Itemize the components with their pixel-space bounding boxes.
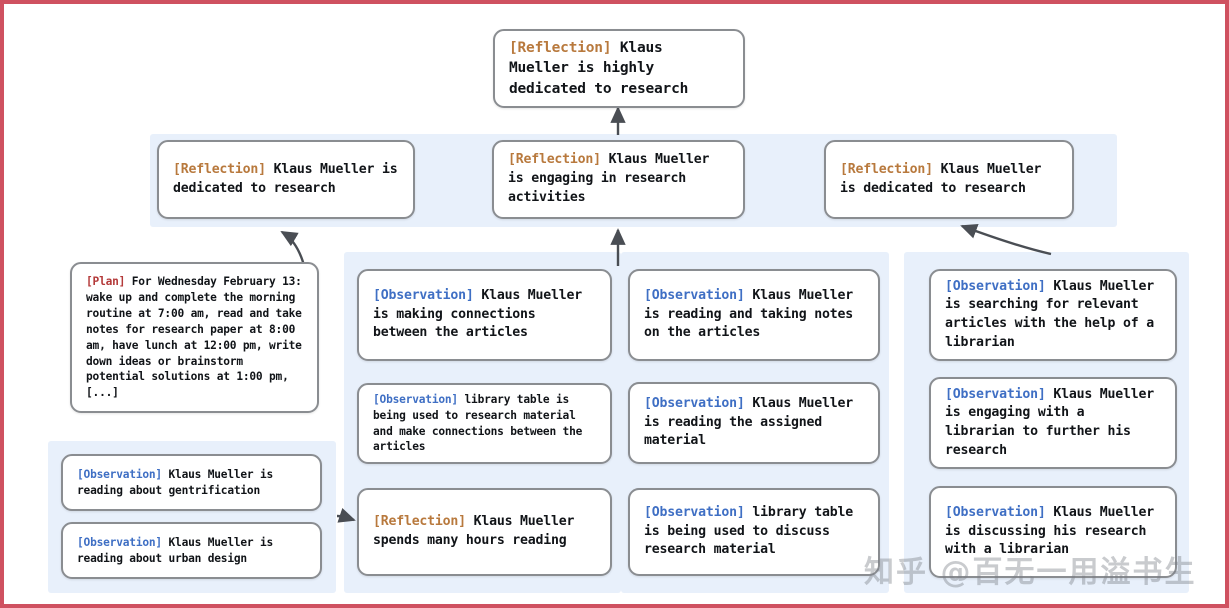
node-body: Klaus Mueller is reading about gentrific… (77, 467, 280, 497)
node-text: [Observation] library table is being use… (373, 392, 596, 456)
node-body: Klaus Mueller is dedicated to research (173, 161, 406, 196)
node-col3-item-1[interactable]: [Observation] Klaus Mueller is searching… (929, 269, 1177, 361)
node-body: Klaus Mueller is highly dedicated to res… (509, 39, 689, 97)
observation-tag: [Observation] (644, 287, 745, 303)
node-col2-item-3[interactable]: [Observation] library table is being use… (628, 488, 880, 576)
node-left-observation-1[interactable]: [Observation] Klaus Mueller is reading a… (61, 454, 322, 511)
plan-tag: [Plan] (86, 275, 126, 288)
node-reflection-left[interactable]: [Reflection] Klaus Mueller is dedicated … (157, 140, 415, 219)
node-body: Klaus Mueller is reading the assigned ma… (644, 395, 861, 449)
reflection-tag: [Reflection] (508, 152, 601, 168)
reflection-tag: [Reflection] (173, 161, 266, 177)
node-text: [Observation] Klaus Mueller is discussin… (945, 504, 1161, 560)
node-body: For Wednesday February 13: wake up and c… (86, 275, 309, 400)
node-col1-item-1[interactable]: [Observation] Klaus Mueller is making co… (357, 269, 612, 361)
node-col2-item-1[interactable]: [Observation] Klaus Mueller is reading a… (628, 269, 880, 361)
observation-tag: [Observation] (644, 395, 745, 411)
node-left-observation-2[interactable]: [Observation] Klaus Mueller is reading a… (61, 522, 322, 579)
node-text: [Observation] Klaus Mueller is reading a… (77, 535, 306, 567)
node-text: [Reflection] Klaus Mueller spends many h… (373, 513, 596, 550)
node-text: [Observation] Klaus Mueller is making co… (373, 287, 596, 343)
node-text: [Reflection] Klaus Mueller is dedicated … (173, 161, 399, 198)
node-col1-item-3[interactable]: [Reflection] Klaus Mueller spends many h… (357, 488, 612, 576)
node-body: Klaus Mueller is making connections betw… (373, 287, 590, 341)
node-text: [Observation] Klaus Mueller is searching… (945, 278, 1161, 353)
reflection-tag: [Reflection] (840, 161, 933, 177)
node-top-reflection[interactable]: [Reflection] Klaus Mueller is highly ded… (493, 29, 745, 108)
node-body: Klaus Mueller is discussing his research… (945, 504, 1162, 558)
node-text: [Observation] Klaus Mueller is engaging … (945, 386, 1161, 461)
node-col3-item-2[interactable]: [Observation] Klaus Mueller is engaging … (929, 377, 1177, 469)
node-body: Klaus Mueller is reading and taking note… (644, 287, 861, 341)
node-text: [Observation] Klaus Mueller is reading a… (77, 467, 306, 499)
node-text: [Reflection] Klaus Mueller is dedicated … (840, 161, 1058, 198)
node-text: [Observation] library table is being use… (644, 504, 864, 560)
node-body: Klaus Mueller is reading about urban des… (77, 535, 280, 565)
node-body: Klaus Mueller is dedicated to research (840, 161, 1049, 196)
node-text: [Reflection] Klaus Mueller is highly ded… (509, 38, 729, 100)
node-text: [Observation] Klaus Mueller is reading a… (644, 287, 864, 343)
node-body: Klaus Mueller is engaging with a librari… (945, 386, 1162, 458)
node-reflection-right[interactable]: [Reflection] Klaus Mueller is dedicated … (824, 140, 1074, 219)
observation-tag: [Observation] (77, 535, 162, 549)
observation-tag: [Observation] (945, 504, 1046, 520)
node-text: [Observation] Klaus Mueller is reading t… (644, 395, 864, 451)
node-text: [Reflection] Klaus Mueller is engaging i… (508, 151, 729, 207)
node-col2-item-2[interactable]: [Observation] Klaus Mueller is reading t… (628, 382, 880, 464)
observation-tag: [Observation] (644, 504, 745, 520)
observation-tag: [Observation] (373, 287, 474, 303)
node-body: Klaus Mueller is searching for relevant … (945, 278, 1162, 350)
node-body: library table is being used to research … (373, 392, 589, 454)
node-body: Klaus Mueller is engaging in research ac… (508, 152, 717, 205)
node-col1-item-2[interactable]: [Observation] library table is being use… (357, 383, 612, 464)
node-reflection-middle[interactable]: [Reflection] Klaus Mueller is engaging i… (492, 140, 745, 219)
reflection-tag: [Reflection] (373, 514, 466, 530)
node-col3-item-3[interactable]: [Observation] Klaus Mueller is discussin… (929, 486, 1177, 578)
observation-tag: [Observation] (77, 467, 162, 481)
observation-tag: [Observation] (373, 392, 458, 406)
observation-tag: [Observation] (945, 386, 1046, 402)
observation-tag: [Observation] (945, 278, 1046, 294)
node-text: [Plan] For Wednesday February 13: wake u… (86, 274, 303, 401)
node-body: Klaus Mueller spends many hours reading (373, 514, 582, 548)
node-plan[interactable]: [Plan] For Wednesday February 13: wake u… (70, 262, 319, 413)
node-body: library table is being used to discuss r… (644, 504, 861, 558)
reflection-tag: [Reflection] (509, 39, 612, 56)
